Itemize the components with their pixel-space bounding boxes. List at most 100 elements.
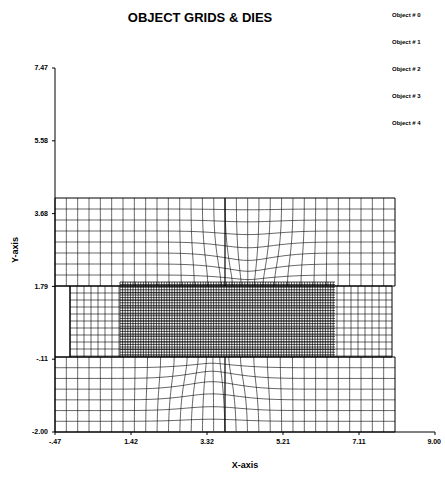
mesh-line: [55, 357, 395, 432]
tick-label: 3.32: [200, 438, 214, 446]
mesh-line: [70, 349, 392, 350]
mesh-line: [191, 198, 194, 286]
tick-label: 5.58: [34, 137, 48, 145]
mesh-line: [229, 282, 230, 357]
mesh-line: [191, 357, 198, 431]
tick-label: 9.00: [427, 438, 441, 446]
mesh-line: [372, 357, 373, 432]
tick-label: -.11: [36, 355, 48, 363]
mesh-line: [304, 357, 305, 432]
mesh-line: [278, 282, 279, 357]
mesh-line: [89, 357, 90, 432]
mesh-line: [287, 198, 293, 286]
mesh-line: [365, 286, 366, 357]
mesh-line: [120, 334, 335, 335]
mesh-line: [195, 282, 196, 357]
mesh-line: [260, 282, 261, 357]
mesh-line: [244, 282, 245, 357]
mesh-line: [205, 282, 206, 357]
mesh-line: [224, 357, 225, 432]
mesh-line: [156, 282, 157, 357]
mesh-line: [198, 282, 199, 357]
mesh-line: [294, 282, 295, 357]
legend-entry: Object # 4: [392, 120, 421, 127]
mesh-line: [120, 349, 335, 350]
mesh-line: [281, 282, 282, 357]
mesh-line: [255, 282, 256, 357]
mesh-line: [120, 328, 335, 329]
mesh-line: [70, 321, 392, 322]
mesh-line: [70, 328, 392, 329]
mesh-line: [333, 282, 334, 357]
tick-mark: [52, 140, 55, 141]
mesh-line: [119, 286, 120, 357]
tick-mark: [52, 68, 55, 69]
legend-entry: Object # 3: [392, 93, 421, 100]
mesh-line: [91, 286, 92, 357]
mesh-line: [120, 310, 335, 311]
mesh-line: [120, 336, 335, 337]
mesh-line: [208, 282, 209, 357]
mesh-line: [301, 198, 304, 286]
mesh-line: [120, 289, 335, 290]
mesh-line: [120, 331, 335, 332]
mesh-line: [292, 357, 294, 432]
mesh-line: [120, 321, 335, 322]
mesh-line: [361, 357, 362, 432]
mesh-line: [263, 198, 270, 286]
mesh-line: [55, 286, 70, 357]
axis-title: X-axis: [232, 461, 259, 471]
mesh-line: [239, 282, 240, 357]
mesh-line: [192, 282, 193, 357]
mesh-line: [70, 293, 392, 294]
mesh-line: [330, 282, 331, 357]
mesh-line: [120, 308, 335, 309]
legend-entry: Object # 1: [392, 39, 421, 46]
mesh-line: [134, 357, 136, 432]
mesh-line: [273, 282, 274, 357]
mesh-line: [252, 282, 253, 357]
mesh-line: [234, 282, 235, 357]
mesh-line: [120, 292, 335, 293]
mesh-line: [200, 282, 201, 357]
mesh-line: [161, 282, 162, 357]
mesh-line: [140, 282, 141, 357]
mesh-line: [164, 282, 165, 357]
mesh-line: [146, 282, 147, 357]
tick-label: 3.68: [34, 210, 48, 218]
mesh-line: [242, 282, 243, 357]
mesh-line: [291, 282, 292, 357]
legend-entry: Object # 0: [392, 12, 421, 19]
mesh-line: [379, 286, 380, 357]
mesh-line: [77, 357, 78, 432]
mesh-line: [120, 302, 335, 303]
mesh-line: [304, 282, 305, 357]
tick-label: 7.11: [352, 438, 365, 446]
mesh-line: [185, 282, 186, 357]
mesh-line: [214, 198, 221, 286]
mesh-line: [263, 282, 264, 357]
mesh-line: [328, 282, 329, 357]
axis-title: Y-axis: [11, 237, 21, 263]
mesh-line: [211, 282, 212, 357]
mesh-line: [187, 282, 188, 357]
mesh-line: [84, 286, 85, 357]
mesh-line: [226, 282, 227, 357]
mesh-line: [218, 282, 219, 357]
mesh-line: [122, 282, 123, 357]
mesh-line: [296, 282, 297, 357]
mesh-line: [120, 300, 335, 301]
mesh-line: [135, 282, 136, 357]
mesh-line: [216, 282, 217, 357]
mesh-line: [202, 198, 207, 286]
mesh-line: [224, 198, 225, 286]
mesh-line: [247, 282, 248, 357]
mesh-line: [70, 335, 392, 336]
mesh-line: [120, 352, 335, 353]
mesh-line: [257, 282, 258, 357]
mesh-line: [70, 286, 392, 357]
mesh-line: [100, 357, 101, 432]
tick-label: -2.00: [32, 428, 48, 436]
chart-title: OBJECT GRIDS & DIES: [128, 11, 272, 25]
